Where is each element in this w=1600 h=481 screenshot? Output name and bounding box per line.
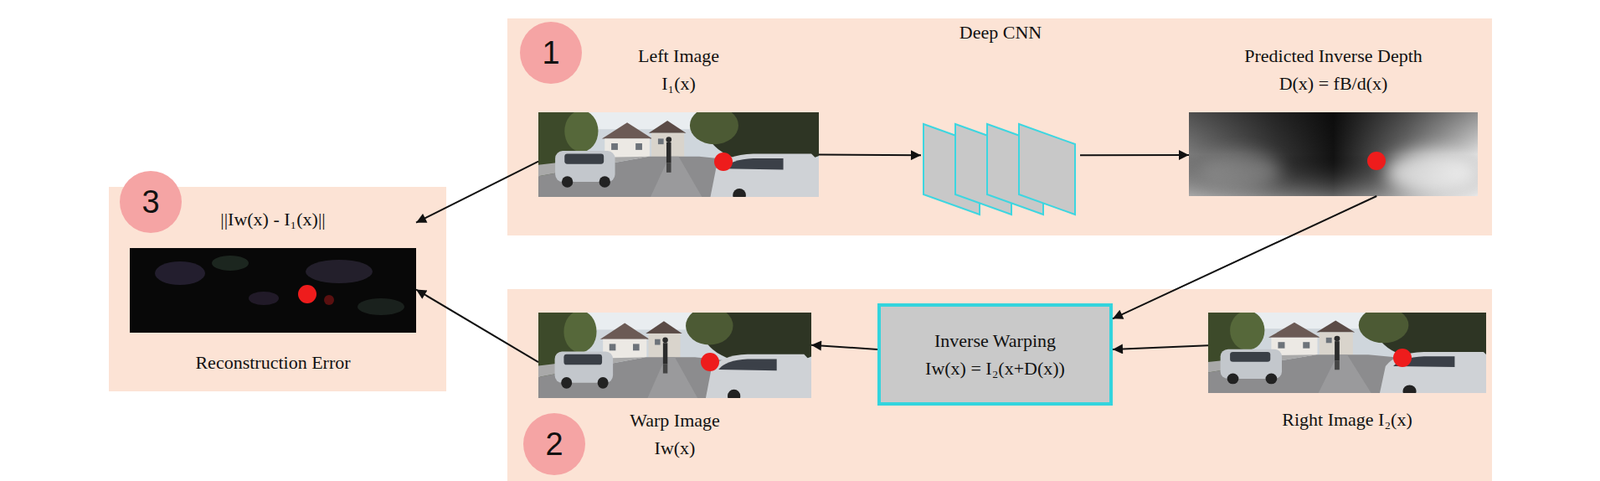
- illustration-part: [1385, 150, 1478, 195]
- illustration-part: [1197, 152, 1282, 190]
- illustration-part: [1188, 112, 1478, 196]
- left-photo: [538, 112, 819, 197]
- image-block: Left Image I₁(x): [538, 41, 819, 197]
- right-photo: [1208, 312, 1487, 393]
- panel-band: 1 Left Image I₁(x) Deep CNN Predicted Inv…: [507, 18, 1492, 236]
- warped-photo: [538, 312, 812, 398]
- image-block: Deep CNN: [920, 18, 1081, 217]
- illustration-part: [154, 261, 206, 285]
- step-number-circle: 3: [119, 170, 182, 233]
- flow-arrow: [811, 344, 878, 350]
- illustration-part: [357, 298, 405, 315]
- image-caption: Right Image I₂(x): [1281, 405, 1413, 433]
- step-number: 3: [141, 170, 160, 233]
- illustration-part: [538, 112, 819, 197]
- step-number-circle: 1: [519, 21, 582, 84]
- image-caption: Deep CNN: [959, 18, 1042, 47]
- flow-arrow: [1112, 344, 1209, 350]
- illustration-part: [298, 284, 317, 304]
- illustration-part: [1188, 112, 1478, 196]
- panel-band: 3||Iw(x) - I₁(x)|| Reconstruction Error: [108, 186, 447, 391]
- image-caption: Predicted Inverse Depth D(x) = fB/d(x): [1230, 41, 1436, 98]
- flow-arrow: [1112, 195, 1377, 319]
- flow-arrow: [1080, 154, 1189, 156]
- step-number: 1: [541, 21, 560, 84]
- illustration-part: [714, 152, 733, 171]
- error-map: [129, 247, 417, 333]
- illustration-part: [1018, 123, 1076, 215]
- panel-band: 2 Inverse Warping Iw(x) = I₂(x+D(x)) Righ…: [507, 288, 1492, 481]
- illustration-part: [1208, 312, 1487, 393]
- cnn-layers: [920, 122, 1081, 217]
- process-box: Inverse Warping Iw(x) = I₂(x+D(x)): [877, 303, 1113, 406]
- illustration-part: [248, 291, 279, 305]
- image-caption: ||Iw(x) - I₁(x)||: [220, 205, 325, 233]
- image-block: Right Image I₂(x): [1208, 312, 1487, 433]
- illustration-part: [700, 352, 720, 371]
- illustration-part: [324, 294, 335, 305]
- flow-arrow: [416, 161, 539, 223]
- box-text: Inverse Warping Iw(x) = I₂(x+D(x)): [905, 326, 1086, 382]
- step-number-circle: 2: [523, 412, 586, 475]
- image-caption: Reconstruction Error: [195, 348, 350, 376]
- step-number: 2: [545, 412, 563, 475]
- image-caption: Left Image I₁(x): [622, 41, 736, 98]
- illustration-part: [538, 312, 812, 398]
- illustration-part: [1367, 151, 1386, 170]
- illustration-part: [1393, 348, 1412, 367]
- depth-map: [1188, 112, 1478, 196]
- illustration-part: [129, 247, 417, 333]
- image-block: ||Iw(x) - I₁(x)|| Reconstruction Error: [129, 205, 417, 376]
- flow-arrow: [416, 288, 539, 362]
- illustration-part: [305, 259, 373, 283]
- image-caption: Warp Image Iw(x): [616, 406, 734, 462]
- illustration-part: [211, 255, 249, 271]
- flow-arrow: [818, 154, 921, 157]
- image-block: Predicted Inverse Depth D(x) = fB/d(x): [1188, 41, 1478, 196]
